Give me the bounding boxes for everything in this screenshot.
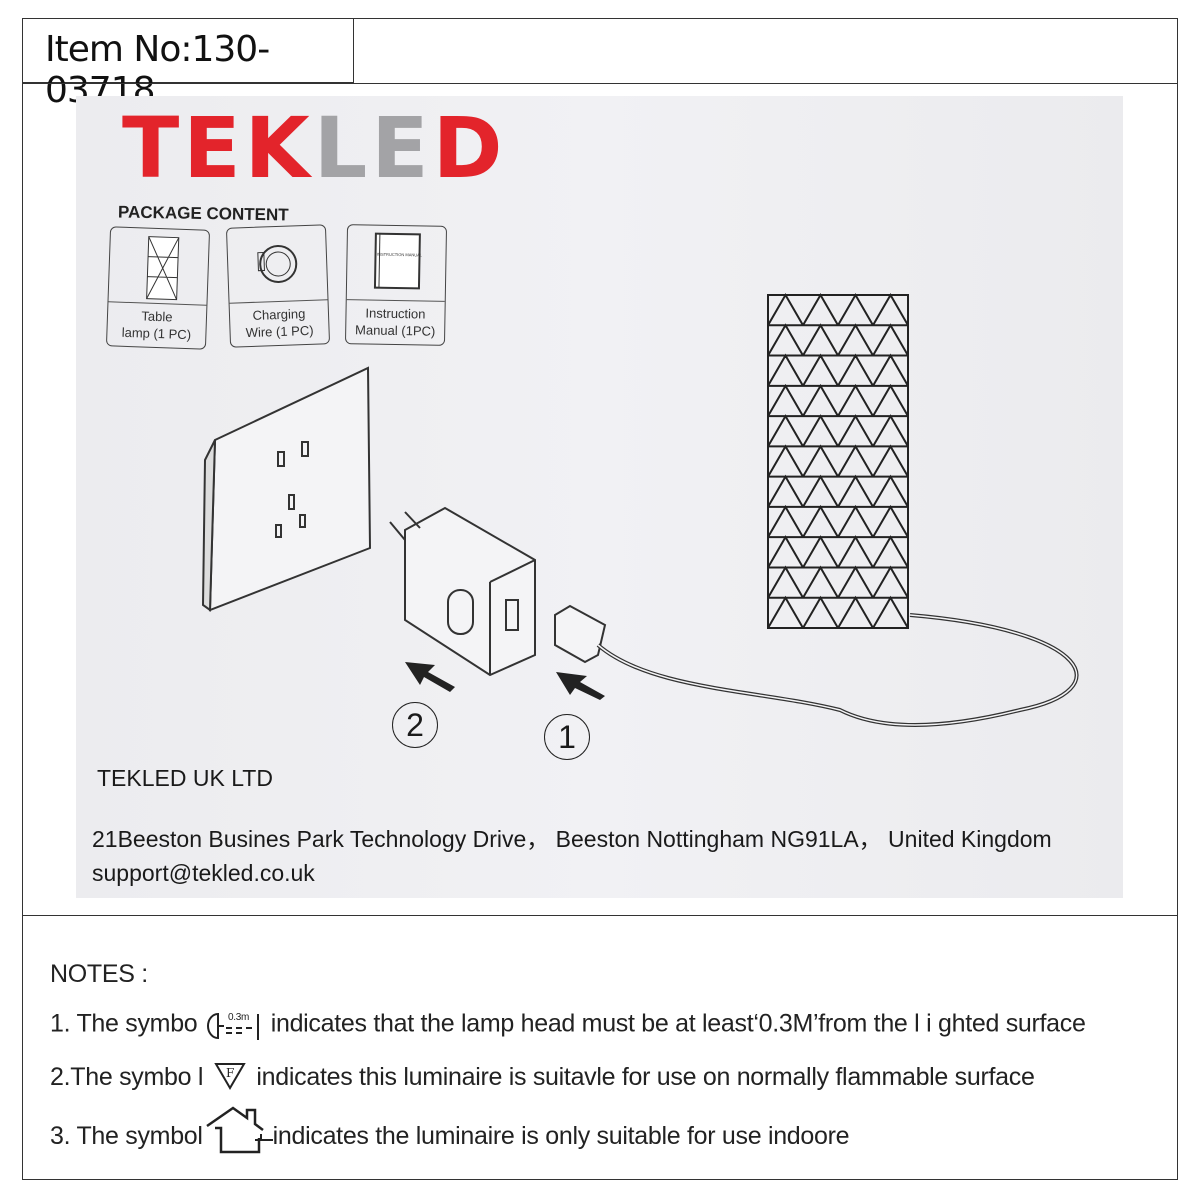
note-text: 1. The symbo — [50, 1009, 198, 1038]
indoor-house-icon — [203, 1106, 273, 1163]
distance-label: 0.3m — [228, 1012, 249, 1023]
note-text: indicates that the lamp head must be at … — [270, 1009, 1086, 1038]
divider — [22, 83, 1178, 84]
note-3: 3. The symbol indicates the luminaire is … — [50, 1106, 850, 1163]
address: 21Beeston Busines Park Technology Drive，… — [92, 826, 1052, 852]
outer-frame — [22, 18, 1178, 1180]
usb-plug — [554, 604, 607, 664]
flammable-surface-icon: F — [210, 1060, 250, 1097]
tekled-logo: TEKLED — [122, 99, 507, 197]
note-text: indicates the luminaire is only suitable… — [272, 1122, 850, 1150]
distance-symbol-icon: 0.3m — [204, 1008, 264, 1042]
company-name: TEKLED UK LTD — [97, 765, 273, 791]
illustration — [201, 293, 1079, 727]
manual-cover-text: INSTRUCTION MANUAL — [377, 252, 423, 258]
notes-title: NOTES : — [50, 960, 148, 988]
divider — [22, 915, 1178, 916]
note-text: indicates this luminaire is suitavle for… — [256, 1063, 1035, 1092]
step-1-marker: 1 — [544, 714, 590, 760]
note-1: 1. The symbo 0.3m indicates that the lam… — [50, 1008, 1086, 1042]
arrow-icon — [405, 662, 605, 700]
lamp-icon — [146, 236, 180, 301]
note-2: 2.The symbo l F indicates this luminaire… — [50, 1060, 1035, 1097]
f-label: F — [226, 1066, 234, 1080]
note-text: 2.The symbo l — [50, 1063, 204, 1092]
cable — [596, 613, 1079, 727]
table-lamp — [767, 293, 909, 629]
cable-highlight — [597, 614, 1078, 726]
support-email: support@tekled.co.uk — [92, 860, 315, 886]
charger — [389, 506, 536, 677]
wall-socket — [201, 366, 372, 612]
manual-icon: INSTRUCTION MANUAL — [373, 232, 423, 290]
cable-icon — [257, 244, 298, 283]
step-2-marker: 2 — [392, 702, 438, 748]
note-text: 3. The symbol — [50, 1122, 203, 1150]
lamp-pattern — [767, 293, 909, 629]
